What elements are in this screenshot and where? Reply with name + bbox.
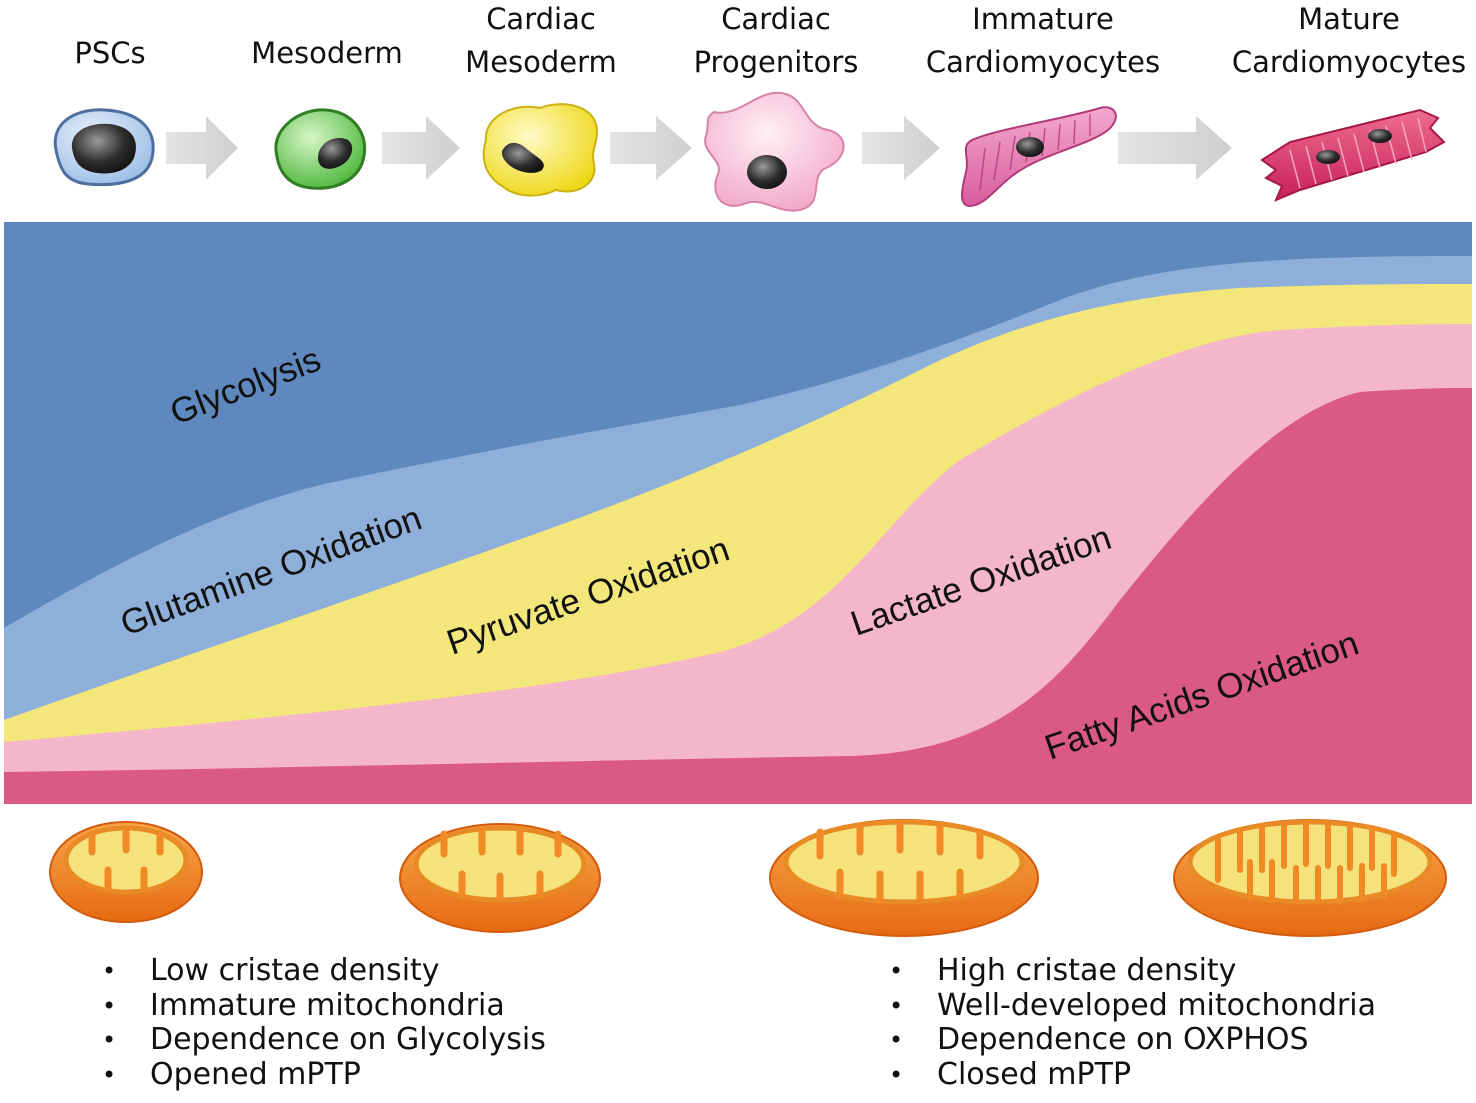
cell-mature-cardiomyocyte-icon [1260,108,1446,202]
stage-label-line: Cardiac [721,2,831,36]
stage-label-immature-cardiomyocytes: Immature Cardiomyocytes [913,0,1173,84]
stage-label-line: Cardiomyocytes [925,45,1161,79]
stage-label-cardiac-mesoderm: Cardiac Mesoderm [446,0,636,84]
mitochondrion-icon [1173,819,1447,937]
cell-cardiac-progenitor-icon [704,91,845,212]
stage-label-line: Immature [972,2,1114,36]
arrow-icon [166,116,238,180]
stage-label-pscs: PSCs [40,32,180,75]
list-item: Immature mitochondria [102,988,546,1024]
list-item: High cristae density [889,953,1376,989]
stage-label-line: Cardiac [486,2,596,36]
metabolism-area-diagram [4,222,1472,804]
stage-label-line: Progenitors [693,45,859,79]
arrow-icon [1118,116,1232,180]
list-item: Dependence on OXPHOS [889,1022,1376,1058]
list-item: Well-developed mitochondria [889,988,1376,1024]
list-item: Opened mPTP [102,1057,546,1093]
band-fatty-acids [4,388,1472,804]
cell-cardiac-mesoderm-icon [482,103,598,197]
left-notes-list: Low cristae density Immature mitochondri… [102,953,546,1093]
stage-label-cardiac-progenitors: Cardiac Progenitors [676,0,876,84]
list-item: Low cristae density [102,953,546,989]
stage-label-line: Mature [1298,2,1400,36]
arrow-icon [382,116,460,180]
right-notes-list: High cristae density Well-developed mito… [889,953,1376,1093]
stage-label-line: Cardiomyocytes [1231,45,1467,79]
mitochondrion-icon [769,819,1039,937]
cell-psc-icon [53,108,155,187]
cell-mesoderm-icon [274,108,367,190]
stage-label-line: PSCs [74,36,146,70]
list-item: Dependence on Glycolysis [102,1022,546,1058]
mitochondrion-icon [49,821,203,923]
arrow-icon [862,116,940,180]
stage-label-line: Mesoderm [251,36,403,70]
mitochondrion-icon [399,823,601,933]
list-item: Closed mPTP [889,1057,1376,1093]
stage-label-line: Mesoderm [465,45,617,79]
arrow-icon [610,116,692,180]
stage-label-mature-cardiomyocytes: Mature Cardiomyocytes [1222,0,1476,84]
cell-immature-cardiomyocyte-icon [961,106,1117,208]
stage-label-mesoderm: Mesoderm [237,32,417,75]
